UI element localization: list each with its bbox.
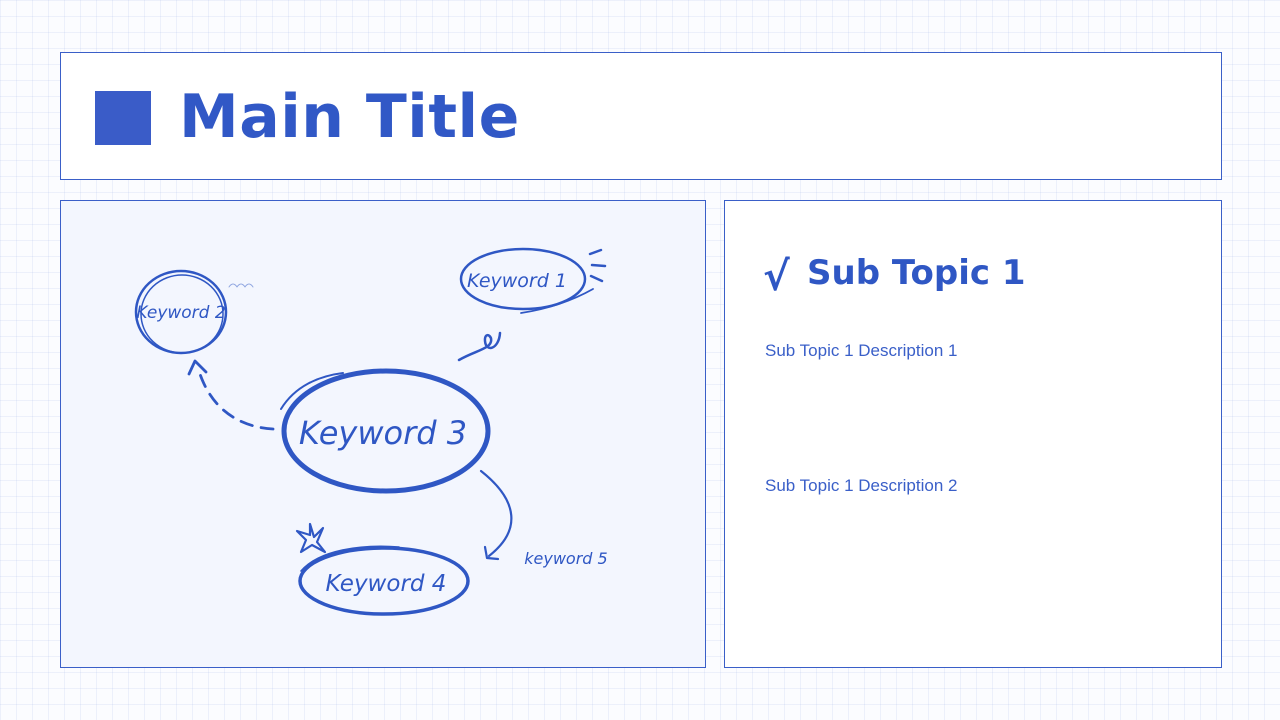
title-square-icon (95, 91, 151, 145)
mind-map-panel: Keyword 2 Keyword 1 Keyword 3 Keyword 4 … (60, 200, 706, 668)
sub-topic-description-2: Sub Topic 1 Description 2 (765, 476, 958, 495)
emphasis-lines-icon (588, 248, 607, 283)
page-title: Main Title (179, 82, 520, 152)
keyword-1-ellipse (459, 247, 594, 314)
star-icon (295, 522, 327, 554)
header-panel: Main Title (60, 52, 1222, 180)
keyword-2-circle (134, 269, 228, 355)
scribble-mark (228, 283, 254, 288)
keyword-3-label: Keyword 3 (299, 414, 467, 452)
connector-k3-k1 (457, 331, 502, 362)
sub-topic-description-1: Sub Topic 1 Description 1 (765, 341, 958, 360)
dashed-arrow-k3-k2 (187, 359, 275, 431)
sub-topic-title: Sub Topic 1 (807, 253, 1026, 293)
keyword-5-label: keyword 5 (524, 549, 607, 568)
keyword-1-label: Keyword 1 (467, 270, 567, 292)
keyword-2-label: Keyword 2 (136, 303, 225, 323)
arrow-k3-k4 (479, 469, 513, 561)
sub-topic-panel: √ Sub Topic 1 Sub Topic 1 Description 1 … (724, 200, 1222, 668)
mind-map-svg: Keyword 2 Keyword 1 Keyword 3 Keyword 4 … (134, 247, 608, 616)
keyword-4-label: Keyword 4 (326, 571, 447, 597)
check-icon: √ (763, 254, 790, 300)
keyword-3-ellipse (280, 368, 491, 494)
keyword-4-ellipse (298, 545, 470, 616)
